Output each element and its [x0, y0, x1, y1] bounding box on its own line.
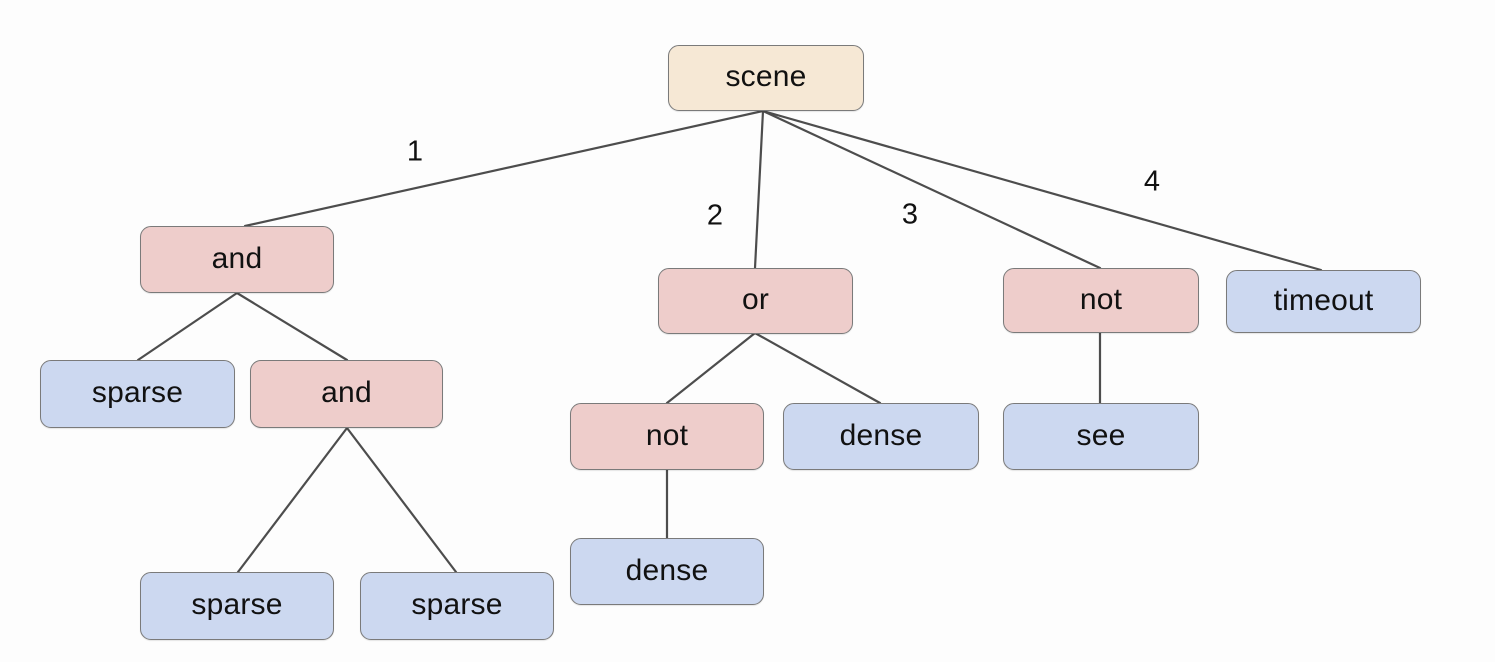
tree-node-label: sparse: [411, 588, 503, 621]
edge-label-1: 1: [406, 135, 424, 168]
edge-label-3: 3: [901, 198, 919, 231]
tree-node-timeout1[interactable]: timeout: [1226, 270, 1421, 333]
tree-node-not1[interactable]: not: [1003, 268, 1199, 333]
edge-label-4: 4: [1143, 165, 1161, 198]
tree-node-label: and: [211, 241, 263, 275]
tree-node-and2[interactable]: and: [250, 360, 443, 428]
edge-label-2: 2: [706, 199, 724, 232]
tree-node-scene[interactable]: scene: [668, 45, 864, 111]
tree-node-label: or: [741, 283, 770, 316]
tree-node-label: sparse: [191, 588, 283, 621]
tree-node-label: scene: [725, 60, 807, 93]
tree-node-label: and: [321, 376, 372, 409]
tree-node-label: not: [645, 418, 689, 452]
tree-node-not2[interactable]: not: [570, 403, 764, 470]
tree-node-label: timeout: [1273, 283, 1374, 317]
tree-node-label: dense: [839, 418, 923, 452]
tree-node-label: not: [1079, 282, 1123, 316]
tree-node-label: sparse: [91, 376, 184, 409]
tree-node-see1[interactable]: see: [1003, 403, 1199, 470]
tree-node-sparse1[interactable]: sparse: [40, 360, 235, 428]
tree-node-label: dense: [625, 553, 709, 587]
tree-node-dense1[interactable]: dense: [783, 403, 979, 470]
tree-node-label: see: [1076, 418, 1126, 452]
tree-node-and1[interactable]: and: [140, 226, 334, 293]
tree-node-or1[interactable]: or: [658, 268, 853, 334]
tree-node-sparse3[interactable]: sparse: [360, 572, 554, 640]
tree-node-dense2[interactable]: dense: [570, 538, 764, 605]
tree-node-sparse2[interactable]: sparse: [140, 572, 334, 640]
